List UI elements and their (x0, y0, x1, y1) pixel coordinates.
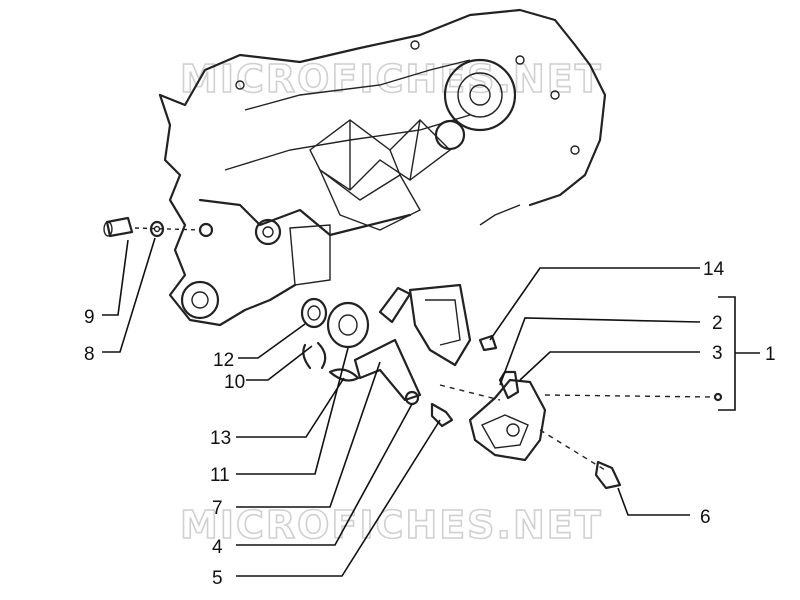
center-gear-parts (300, 283, 472, 428)
callout-5: 5 (212, 568, 223, 589)
callout-1: 1 (765, 344, 776, 365)
callout-11: 11 (210, 465, 230, 486)
callout-10: 10 (224, 372, 245, 393)
callout-8: 8 (84, 344, 95, 365)
left-fastener-parts (103, 216, 214, 238)
callout-13: 13 (210, 428, 231, 449)
watermark-bottom: MICROFICHES.NET (180, 503, 603, 547)
callout-6: 6 (700, 507, 711, 528)
callout-2: 2 (712, 313, 723, 334)
callout-7: 7 (212, 498, 223, 519)
watermark-top: MICROFICHES.NET (180, 57, 603, 101)
callout-labels: 1 2 3 4 5 6 7 8 9 10 11 12 13 14 (84, 259, 776, 589)
callout-leaders (102, 237, 760, 577)
callout-9: 9 (84, 307, 95, 328)
pump-assembly (439, 334, 723, 490)
callout-14: 14 (703, 259, 725, 280)
callout-12: 12 (213, 350, 234, 371)
callout-4: 4 (212, 537, 223, 558)
callout-3: 3 (712, 343, 723, 364)
crankcase-housing (158, 8, 607, 327)
